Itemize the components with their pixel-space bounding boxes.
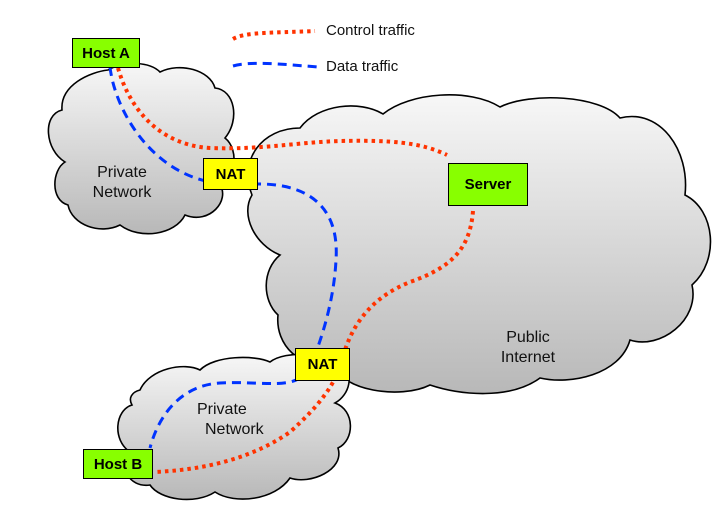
control-path-natB-to-hostB	[154, 354, 347, 474]
server-node[interactable]: Server	[448, 163, 528, 206]
private-network-a-label: Private Network	[72, 163, 172, 203]
control-path-hostA-to-server	[116, 67, 448, 157]
data-path-hostA-to-natA	[108, 66, 211, 184]
legend-control-line	[231, 29, 316, 41]
host-a-node[interactable]: Host A	[72, 38, 140, 68]
nat-a-node[interactable]: NAT	[203, 158, 258, 190]
private-network-b-label: Private Network	[185, 400, 285, 440]
nat-b-node[interactable]: NAT	[295, 348, 350, 381]
legend-data-label: Data traffic	[326, 58, 399, 75]
private-network-b-label-line2: Network	[205, 421, 264, 438]
data-path-natB-to-hostB	[148, 376, 301, 449]
public-internet-label-line2: Internet	[500, 349, 556, 366]
private-network-b-label-line1: Private	[197, 401, 247, 418]
private-network-a-label-line1: Private	[97, 164, 147, 181]
private-network-a-cloud	[47, 62, 235, 235]
host-b-node[interactable]: Host B	[83, 449, 153, 479]
control-path-server-to-natB	[343, 210, 475, 351]
public-internet-cloud	[247, 94, 712, 395]
data-path-natA-to-natB	[207, 182, 338, 373]
legend-data-line	[232, 61, 319, 69]
public-internet-label-line1: Public	[506, 329, 550, 346]
private-network-a-label-line2: Network	[92, 184, 152, 201]
legend-control-label: Control traffic	[326, 22, 415, 39]
public-internet-label: Public Internet	[478, 328, 578, 368]
